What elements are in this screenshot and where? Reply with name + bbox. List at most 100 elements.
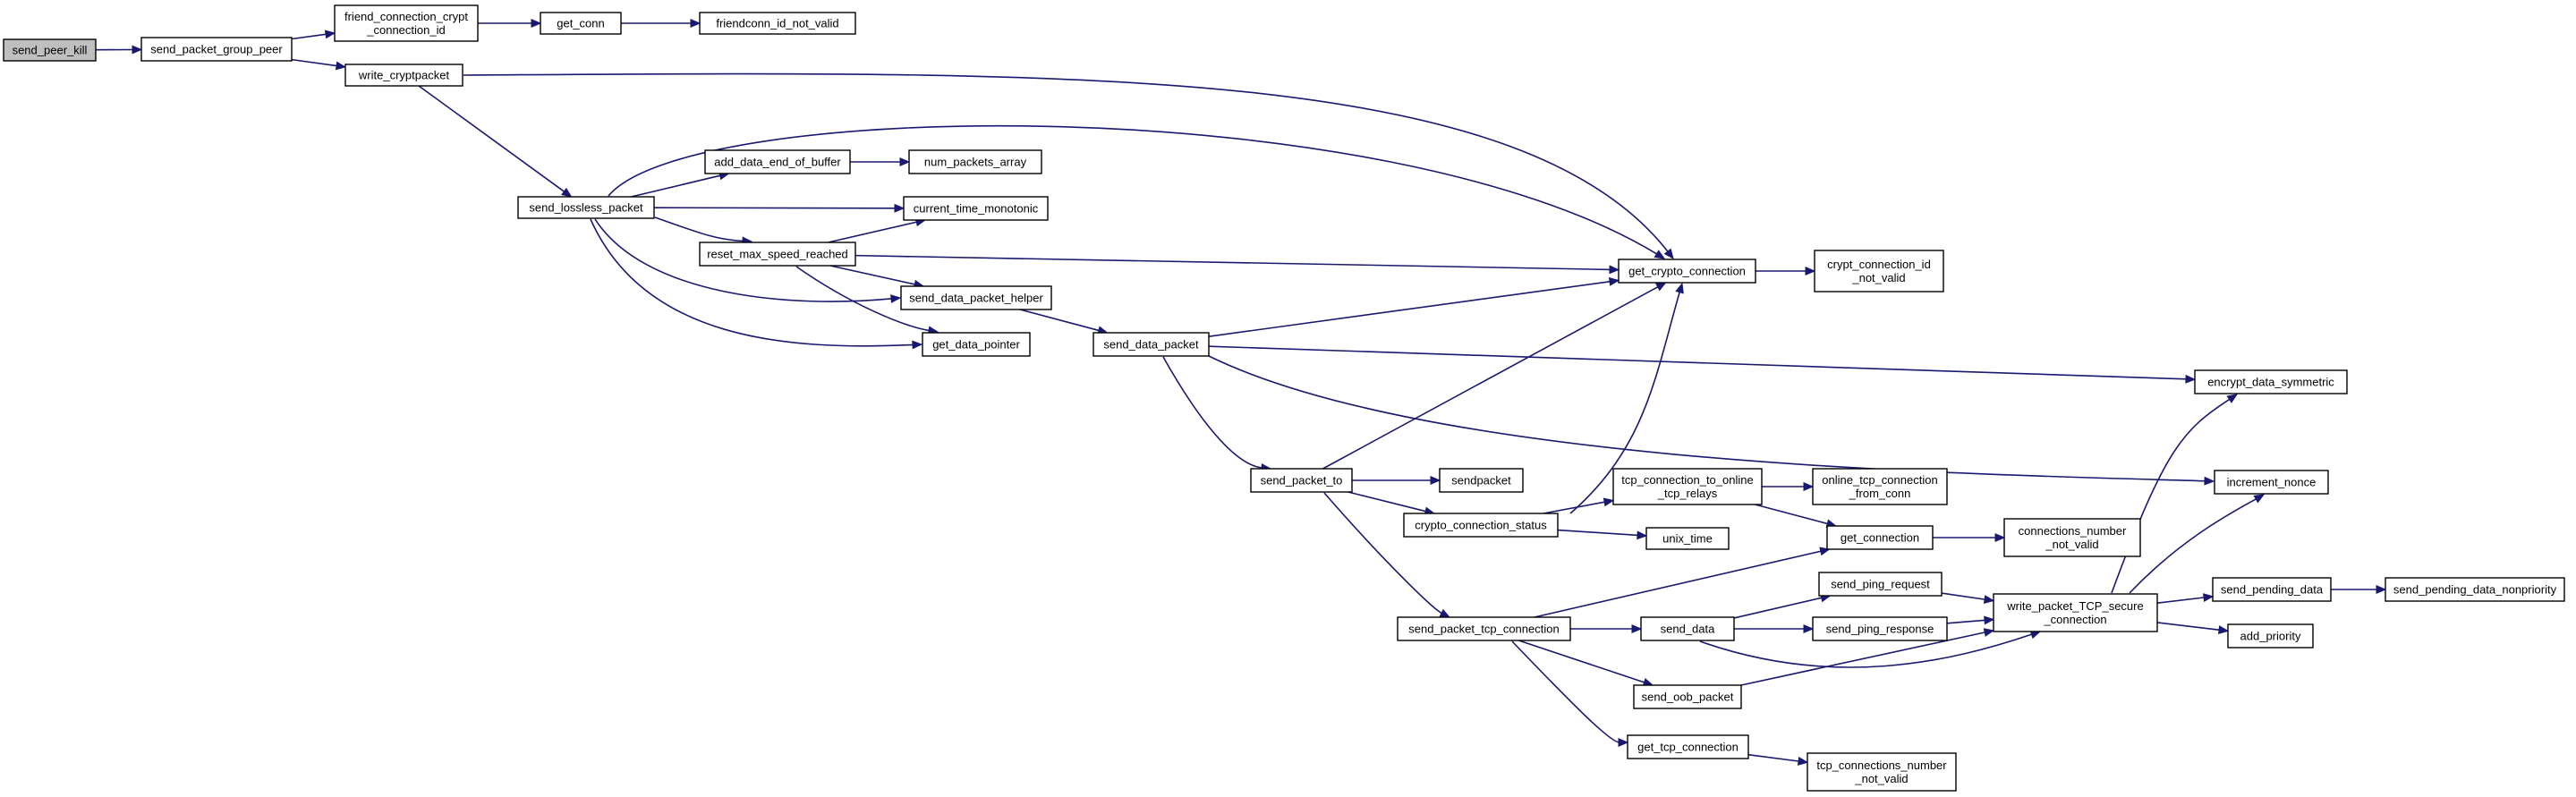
node-send_pending_data[interactable]: send_pending_data [2212, 577, 2332, 602]
edge-send_packet_to-to-get_crypto_connection [1322, 285, 1660, 470]
node-box [2385, 577, 2565, 602]
node-crypto_connection_status[interactable]: crypto_connection_status [1403, 513, 1559, 538]
node-add_priority[interactable]: add_priority [2227, 623, 2314, 649]
node-get_tcp_connection[interactable]: get_tcp_connection [1627, 734, 1749, 759]
node-send_ping_response[interactable]: send_ping_response [1812, 616, 1948, 641]
arrowhead-send_ping_response-to-write_packet_TCP_secure_connection [1984, 615, 1995, 625]
node-send_lossless_packet[interactable]: send_lossless_packet [517, 196, 655, 219]
node-friendconn_id_not_valid[interactable]: friendconn_id_not_valid [699, 12, 856, 35]
node-label: _connection [2043, 613, 2106, 626]
arrowhead-send_packet_to-to-sendpacket [1430, 476, 1441, 485]
arrowhead-send_lossless_packet-to-send_data_packet_helper [890, 294, 902, 303]
node-get_data_pointer[interactable]: get_data_pointer [922, 332, 1031, 357]
node-send_pending_data_nonpriority[interactable]: send_pending_data_nonpriority [2385, 577, 2565, 602]
edge-write_packet_TCP_secure_connection-to-add_priority [2156, 622, 2221, 632]
node-box [1618, 259, 1756, 284]
node-box [2227, 623, 2314, 649]
arrowhead-crypto_connection_status-to-tcp_connection_to_online_tcp_relays [1603, 497, 1615, 507]
node-num_packets_array[interactable]: num_packets_array [908, 149, 1042, 174]
node-box [540, 12, 622, 35]
node-unix_time[interactable]: unix_time [1645, 527, 1730, 550]
node-tcp_connection_to_online_tcp_relays[interactable]: tcp_connection_to_online_tcp_relays [1612, 468, 1763, 505]
node-increment_nonce[interactable]: increment_nonce [2214, 470, 2329, 495]
arrowhead-write_packet_TCP_secure_connection-to-increment_nonce [2253, 494, 2266, 504]
node-get_conn[interactable]: get_conn [540, 12, 622, 35]
edge-crypto_connection_status-to-unix_time [1557, 529, 1639, 537]
node-label: connections_number [2019, 524, 2127, 538]
edge-send_packet_to-to-crypto_connection_status [1348, 491, 1427, 513]
edge-send_data_packet-to-encrypt_data_symmetric [1208, 345, 2188, 380]
arrowhead-send_ping_request-to-write_packet_TCP_secure_connection [1983, 595, 1995, 604]
arrowhead-send_packet_tcp_connection-to-get_tcp_connection [1618, 738, 1629, 747]
node-current_time_monotonic[interactable]: current_time_monotonic [903, 196, 1049, 221]
node-send_data_packet[interactable]: send_data_packet [1092, 332, 1210, 357]
node-label: friend_connection_crypt [344, 10, 468, 23]
node-box [1439, 468, 1524, 493]
node-encrypt_data_symmetric[interactable]: encrypt_data_symmetric [2194, 369, 2348, 394]
node-label: _connection_id [366, 23, 445, 37]
node-label: get_conn [557, 17, 605, 30]
node-get_connection[interactable]: get_connection [1826, 525, 1934, 550]
node-send_ping_request[interactable]: send_ping_request [1818, 572, 1943, 597]
edge-write_packet_TCP_secure_connection-to-send_pending_data [2156, 597, 2206, 604]
node-friend_connection_crypt_connection_id[interactable]: friend_connection_crypt_connection_id [334, 4, 479, 42]
node-add_data_end_of_buffer[interactable]: add_data_end_of_buffer [704, 149, 851, 174]
node-label: send_lossless_packet [529, 201, 643, 215]
node-send_data[interactable]: send_data [1640, 616, 1735, 641]
node-box [699, 12, 856, 35]
node-label: send_packet_to [1261, 474, 1343, 488]
node-label: send_packet_group_peer [150, 43, 283, 56]
edge-send_data_packet-to-send_packet_to [1162, 356, 1263, 469]
arrowhead-send_lossless_packet-to-get_crypto_connection [1654, 250, 1666, 259]
node-label: _not_valid [1851, 271, 1905, 284]
node-connections_number_not_valid[interactable]: connections_number_not_valid [2003, 518, 2141, 557]
node-label: unix_time [1662, 532, 1713, 546]
node-send_peer_kill[interactable]: send_peer_kill [3, 38, 97, 62]
node-reset_max_speed_reached[interactable]: reset_max_speed_reached [699, 242, 856, 267]
arrowhead-send_packet_group_peer-to-friend_connection_crypt_connection_id [324, 30, 336, 39]
node-send_packet_to[interactable]: send_packet_to [1250, 468, 1353, 493]
node-box [699, 242, 856, 267]
node-box [1403, 513, 1559, 538]
node-label: send_packet_tcp_connection [1408, 623, 1559, 636]
node-send_oob_packet[interactable]: send_oob_packet [1633, 684, 1742, 709]
node-send_packet_tcp_connection[interactable]: send_packet_tcp_connection [1397, 616, 1571, 641]
arrowhead-write_cryptpacket-to-get_crypto_connection [1663, 248, 1674, 260]
arrowhead-crypto_connection_status-to-get_crypto_connection [1675, 282, 1684, 294]
arrowhead-friend_connection_crypt_connection_id-to-get_conn [531, 19, 542, 28]
node-write_packet_TCP_secure_connection[interactable]: write_packet_TCP_secure_connection [1993, 593, 2158, 632]
node-label: send_data [1661, 623, 1715, 636]
node-online_tcp_connection_from_conn[interactable]: online_tcp_connection_from_conn [1812, 468, 1948, 505]
node-crypt_connection_id_not_valid[interactable]: crypt_connection_id_not_valid [1814, 250, 1944, 293]
node-write_cryptpacket[interactable]: write_cryptpacket [344, 64, 463, 87]
node-label: reset_max_speed_reached [707, 248, 848, 261]
node-box [1812, 616, 1948, 641]
node-label: send_data_packet [1103, 338, 1199, 352]
node-sendpacket[interactable]: sendpacket [1439, 468, 1524, 493]
node-box [140, 37, 293, 62]
node-box [908, 149, 1042, 174]
node-tcp_connections_number_not_valid[interactable]: tcp_connections_number_not_valid [1807, 752, 1957, 792]
edge-send_data_packet-to-get_crypto_connection [1208, 280, 1611, 337]
node-box [903, 196, 1049, 221]
node-box [1807, 752, 1957, 792]
node-label: send_ping_request [1831, 578, 1930, 591]
edge-send_lossless_packet-to-reset_max_speed_reached [654, 216, 744, 242]
node-box [922, 332, 1031, 357]
node-send_packet_group_peer[interactable]: send_packet_group_peer [140, 37, 293, 62]
edge-reset_max_speed_reached-to-current_time_monotonic [828, 221, 918, 243]
arrowhead-get_crypto_connection-to-crypt_connection_id_not_valid [1805, 267, 1816, 276]
arrowhead-send_packet_to-to-get_crypto_connection [1654, 282, 1667, 292]
node-get_crypto_connection[interactable]: get_crypto_connection [1618, 259, 1756, 284]
node-label: get_data_pointer [932, 338, 1020, 352]
edge-send_packet_group_peer-to-friend_connection_crypt_connection_id [291, 33, 327, 40]
node-box [1818, 572, 1943, 597]
node-box [1633, 684, 1742, 709]
edge-send_packet_tcp_connection-to-send_oob_packet [1518, 640, 1645, 683]
arrowhead-write_cryptpacket-to-send_lossless_packet [561, 187, 573, 198]
node-box [517, 196, 655, 219]
edge-reset_max_speed_reached-to-get_data_pointer [795, 266, 931, 332]
call-edges [95, 19, 2387, 766]
node-label: write_packet_TCP_secure [2006, 599, 2143, 613]
node-send_data_packet_helper[interactable]: send_data_packet_helper [900, 285, 1052, 310]
